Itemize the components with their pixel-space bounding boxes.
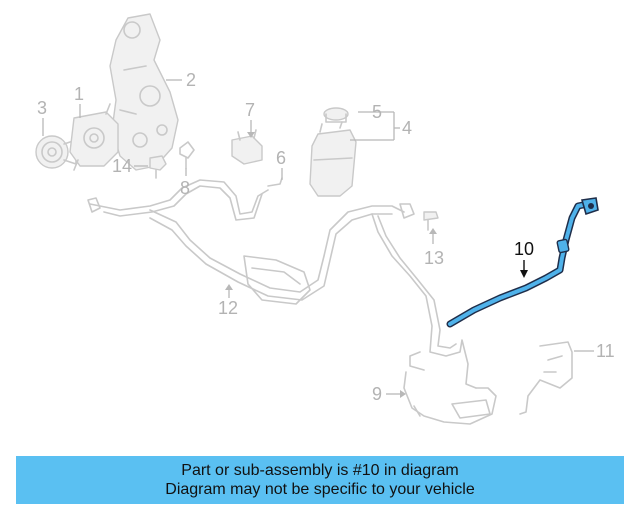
callout-7: 7	[245, 100, 255, 138]
callout-4: 4	[350, 111, 412, 141]
callout-2: 2	[166, 70, 196, 90]
callout-6: 6	[276, 148, 286, 180]
pressure-line-12	[149, 203, 415, 305]
bracket-11	[519, 341, 573, 415]
svg-text:1: 1	[74, 84, 84, 104]
svg-text:3: 3	[37, 98, 47, 118]
svg-text:9: 9	[372, 384, 382, 404]
svg-text:13: 13	[424, 248, 444, 268]
callout-9: 9	[372, 384, 406, 404]
svg-text:6: 6	[276, 148, 286, 168]
callout-12: 12	[218, 284, 238, 318]
svg-text:10: 10	[514, 239, 534, 259]
banner-line-1: Part or sub-assembly is #10 in diagram	[181, 462, 459, 479]
svg-text:5: 5	[372, 102, 382, 122]
info-banner: Part or sub-assembly is #10 in diagram D…	[16, 456, 624, 504]
svg-text:7: 7	[245, 100, 255, 120]
callout-14: 14	[112, 156, 148, 176]
parts-diagram: 1 2 3 4 5 6 7 8 9 10 11	[35, 13, 615, 425]
reservoir	[309, 121, 357, 197]
svg-text:12: 12	[218, 298, 238, 318]
bolt-14	[149, 155, 167, 179]
callout-3: 3	[37, 98, 47, 136]
hose-10-highlighted[interactable]	[446, 197, 599, 328]
callout-8: 8	[180, 168, 190, 198]
svg-text:2: 2	[186, 70, 196, 90]
bolt-13	[423, 211, 439, 231]
svg-text:14: 14	[112, 156, 132, 176]
callout-5: 5	[372, 102, 382, 122]
svg-text:11: 11	[596, 341, 615, 361]
callout-1: 1	[74, 84, 84, 118]
callout-11: 11	[574, 341, 615, 361]
cooler-line	[371, 213, 497, 425]
pulley	[35, 135, 77, 169]
power-steering-pump	[69, 103, 119, 171]
hose-6	[87, 177, 283, 221]
timing-cover	[109, 13, 179, 171]
svg-text:8: 8	[180, 178, 190, 198]
callout-10: 10	[514, 239, 534, 278]
clip-8	[179, 141, 195, 169]
banner-line-2: Diagram may not be specific to your vehi…	[165, 481, 475, 498]
reservoir-cap	[323, 107, 349, 123]
callout-13: 13	[424, 228, 444, 268]
bracket-7	[231, 129, 263, 165]
svg-text:4: 4	[402, 118, 412, 138]
